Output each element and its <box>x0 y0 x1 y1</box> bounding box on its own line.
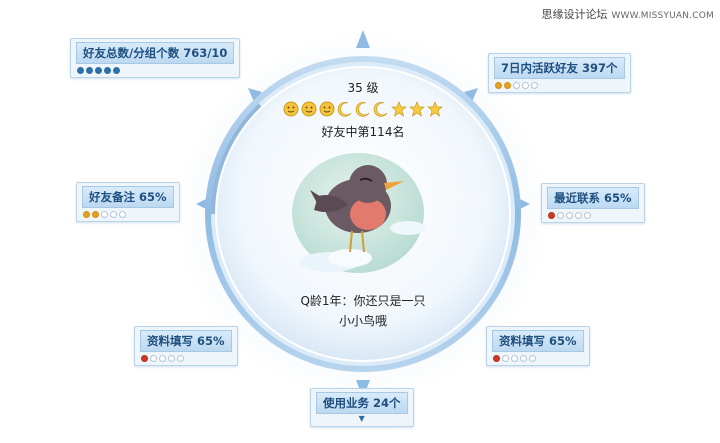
rating-dots <box>82 211 174 218</box>
rating-dot <box>557 212 564 219</box>
rating-dot <box>502 355 509 362</box>
rating-dot <box>92 211 99 218</box>
watermark-site: WWW.MISSYUAN.COM <box>611 11 714 21</box>
rating-dot <box>86 67 93 74</box>
rating-dot <box>513 82 520 89</box>
friend-rank: 好友中第114名 <box>321 125 405 139</box>
rating-dot <box>520 355 527 362</box>
card-services-label: 使用业务 24个 <box>316 392 408 414</box>
card-profile-right[interactable]: 资料填写 65% <box>486 326 590 366</box>
card-total-friends-label: 好友总数/分组个数 763/10 <box>76 42 235 64</box>
rating-dot <box>150 355 157 362</box>
watermark-text: 思缘设计论坛 <box>541 8 608 21</box>
card-recent-contact[interactable]: 最近联系 65% <box>541 183 645 223</box>
level-panel: 35 级 好友中第114名 <box>216 72 510 140</box>
rating-dot <box>511 355 518 362</box>
rating-dots <box>494 82 625 89</box>
rating-dot <box>95 67 102 74</box>
rating-dot <box>495 82 502 89</box>
moon-icon <box>355 102 370 117</box>
moon-icon <box>373 102 388 117</box>
smile-icon <box>319 101 335 117</box>
rating-dot <box>566 212 573 219</box>
card-profile-left[interactable]: 资料填写 65% <box>134 326 238 366</box>
q-age-text: Q龄1年：你还只是一只 小小鸟哦 <box>216 291 510 331</box>
rating-dot <box>159 355 166 362</box>
level-icons <box>216 101 510 117</box>
chevron-down-icon[interactable]: ▼ <box>358 414 365 423</box>
star-icon <box>391 101 407 117</box>
rating-dot <box>493 355 500 362</box>
rating-dot <box>110 211 117 218</box>
rating-dot <box>141 355 148 362</box>
card-remark[interactable]: 好友备注 65% <box>76 182 180 222</box>
card-recent-contact-label: 最近联系 65% <box>547 187 639 209</box>
rating-dot <box>83 211 90 218</box>
rating-dot <box>77 67 84 74</box>
rating-dots <box>492 355 584 362</box>
bird-illustration <box>292 153 426 273</box>
rating-dots <box>547 212 639 219</box>
rating-dots <box>76 67 234 74</box>
q-age-line1: Q龄1年：你还只是一只 <box>300 294 426 308</box>
rating-dot <box>531 82 538 89</box>
level-label: 35 级 <box>347 81 379 95</box>
card-profile-right-label: 资料填写 65% <box>492 330 584 352</box>
card-active-7d[interactable]: 7日内活跃好友 397个 <box>488 53 631 93</box>
star-icon <box>427 101 443 117</box>
card-profile-left-label: 资料填写 65% <box>140 330 232 352</box>
star-icon <box>409 101 425 117</box>
card-remark-label: 好友备注 65% <box>82 186 174 208</box>
rating-dot <box>522 82 529 89</box>
rating-dot <box>101 211 108 218</box>
rating-dot <box>504 82 511 89</box>
card-active-7d-label: 7日内活跃好友 397个 <box>494 57 625 79</box>
rating-dot <box>168 355 175 362</box>
rating-dot <box>548 212 555 219</box>
rating-dot <box>584 212 591 219</box>
card-services[interactable]: 使用业务 24个 ▼ <box>310 388 414 427</box>
rating-dot <box>119 211 126 218</box>
rating-dot <box>177 355 184 362</box>
q-age-line2: 小小鸟哦 <box>338 314 387 328</box>
card-total-friends[interactable]: 好友总数/分组个数 763/10 <box>70 38 241 78</box>
rating-dot <box>104 67 111 74</box>
rating-dot <box>575 212 582 219</box>
rating-dots <box>140 355 232 362</box>
moon-icon <box>337 102 352 117</box>
rating-dot <box>529 355 536 362</box>
rating-dot <box>113 67 120 74</box>
smile-icon <box>283 101 299 117</box>
smile-icon <box>301 101 317 117</box>
